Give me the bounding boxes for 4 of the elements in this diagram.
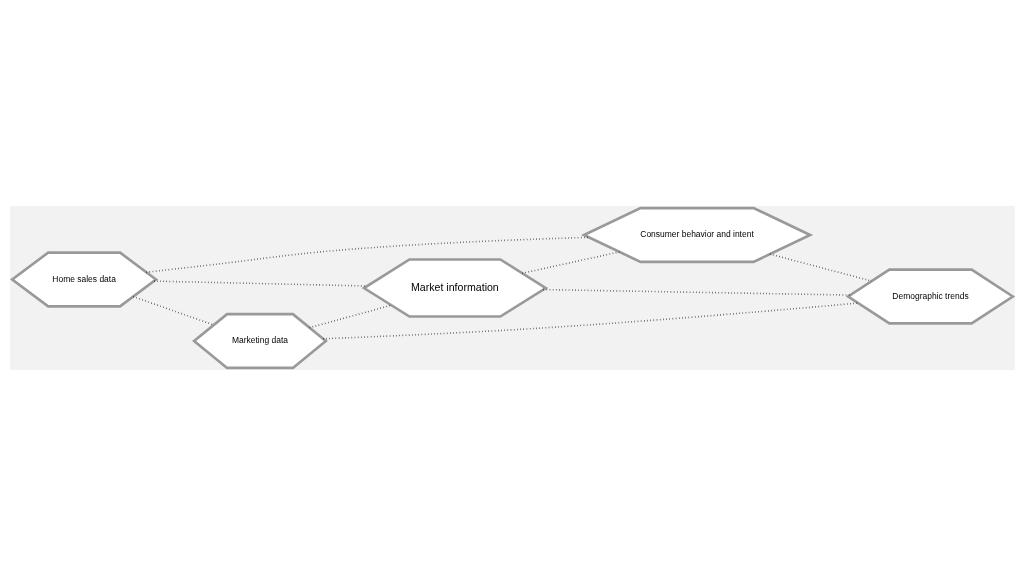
connector: [321, 302, 859, 340]
connector: [132, 295, 214, 326]
connector: [145, 236, 590, 274]
connector: [768, 253, 872, 282]
